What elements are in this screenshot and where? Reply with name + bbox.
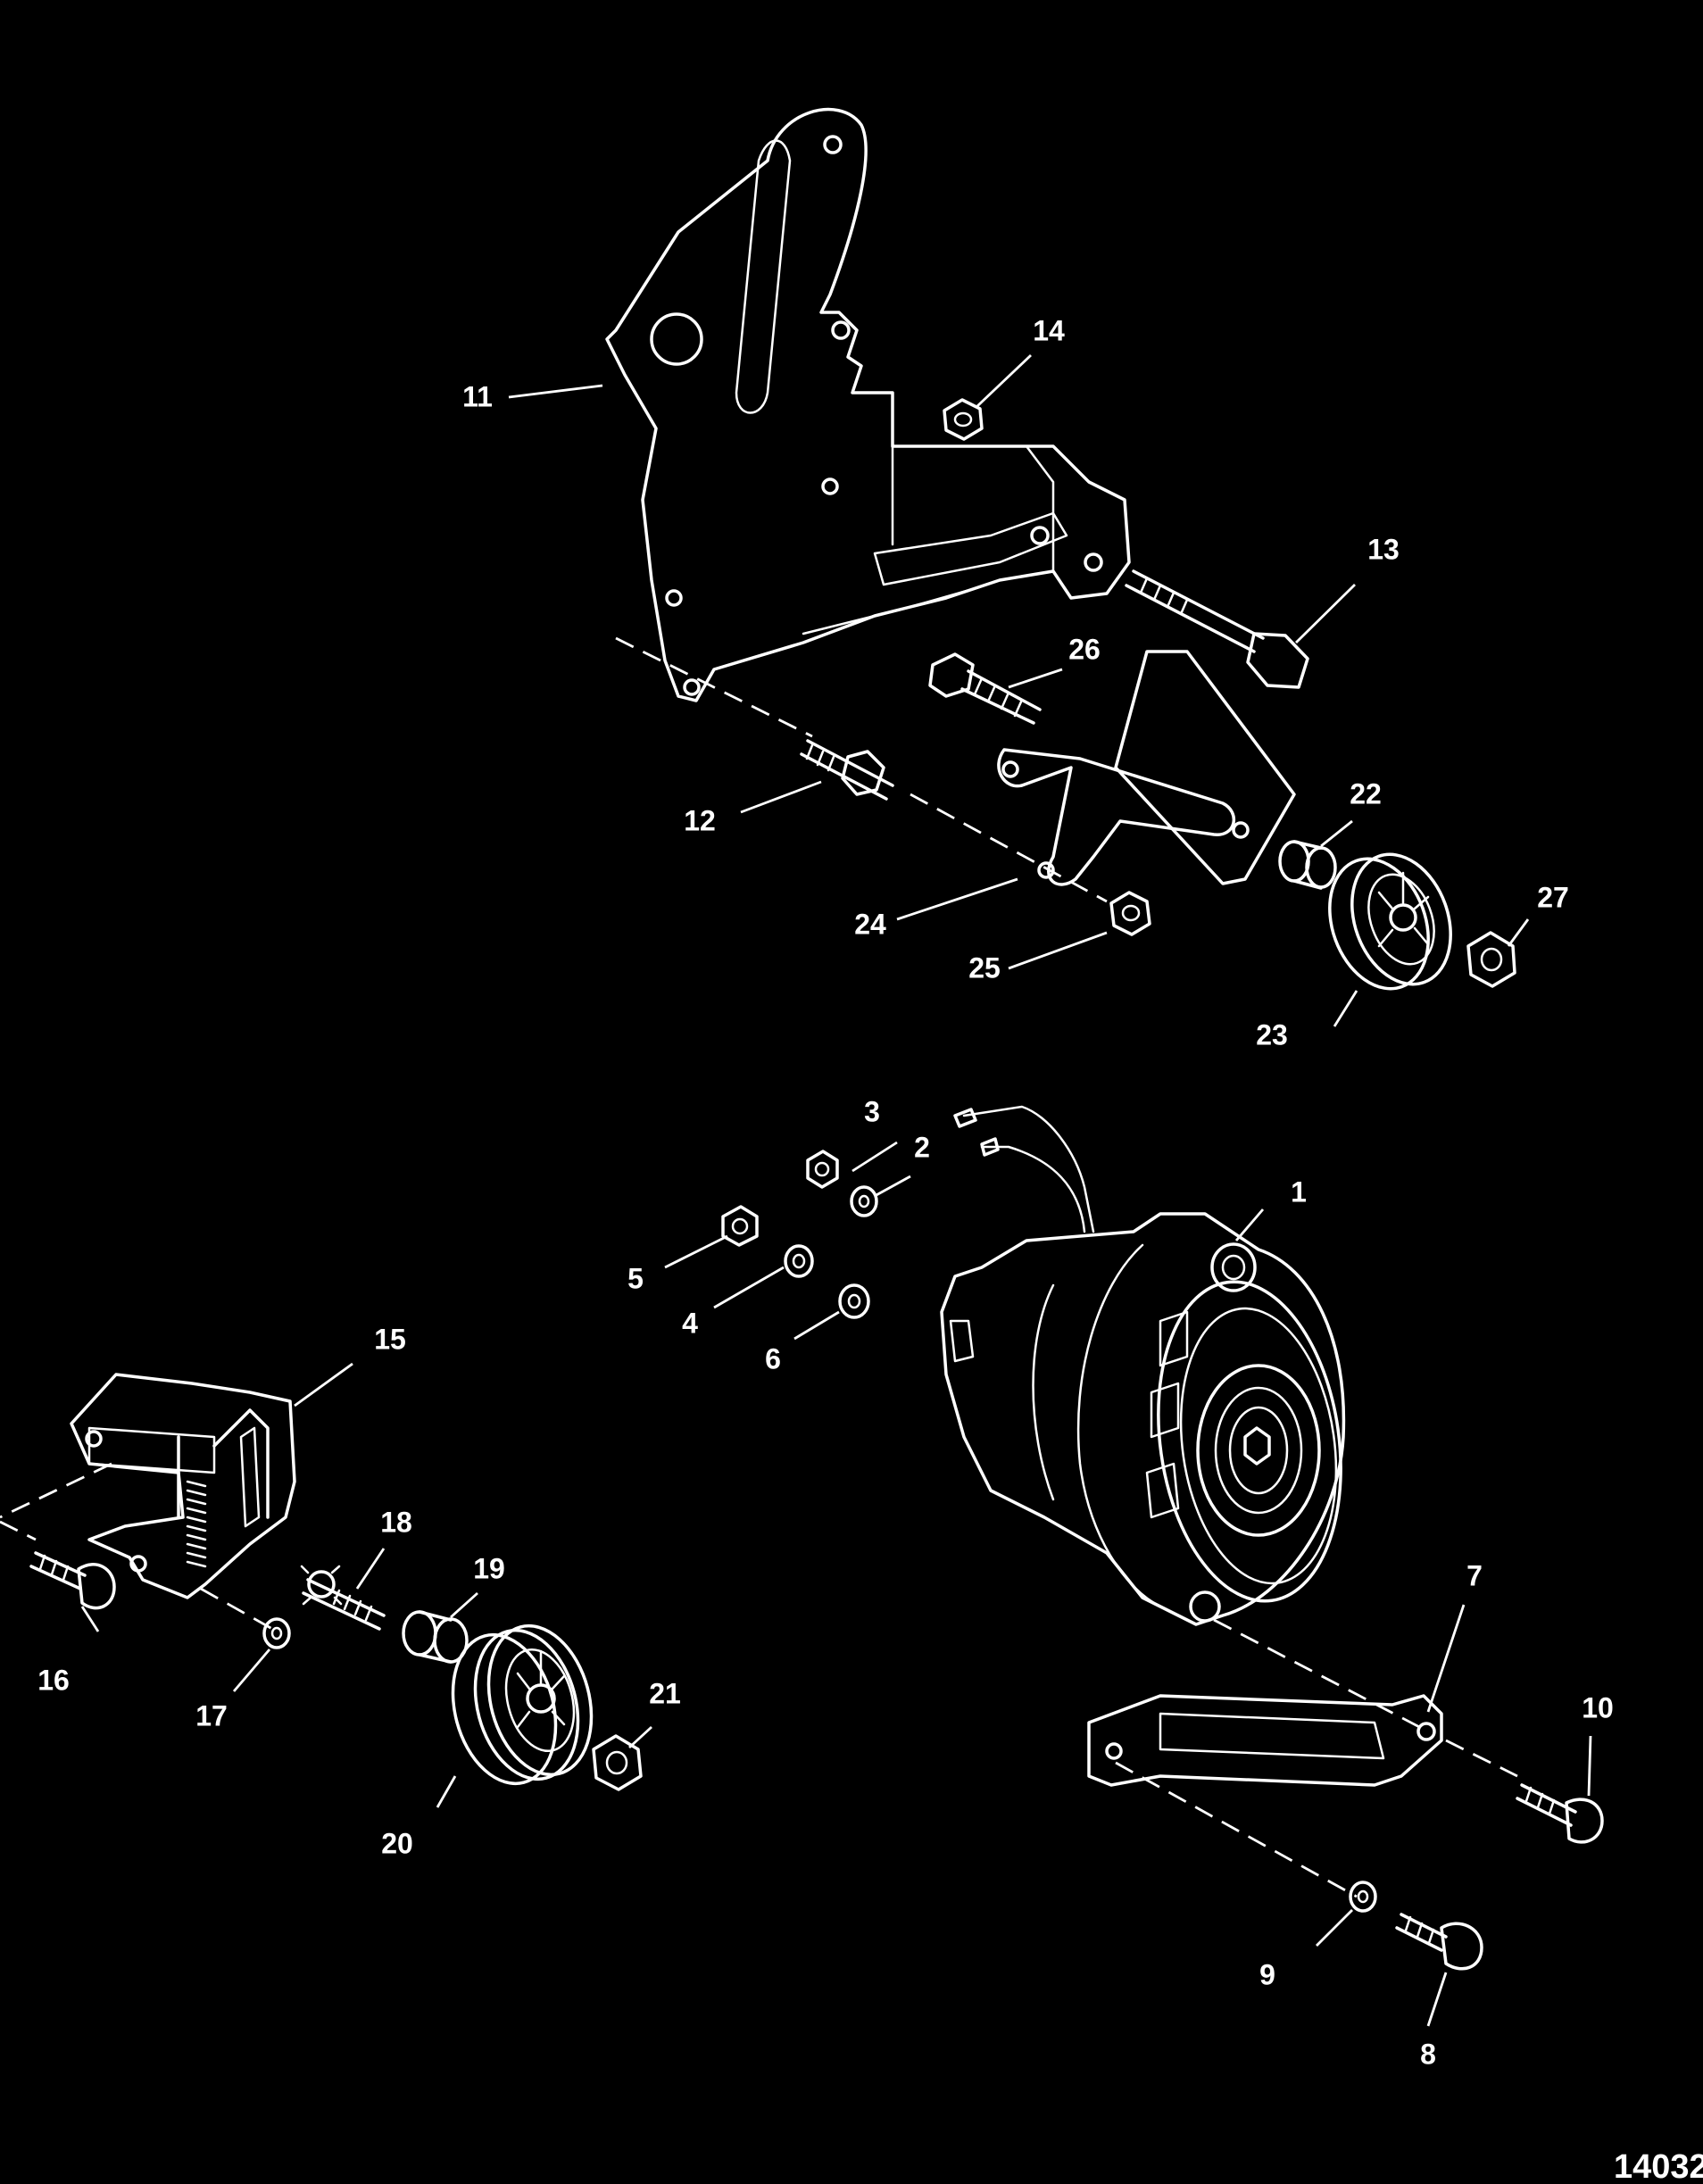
- stud-part: [300, 1565, 386, 1631]
- washer-part: [850, 1185, 878, 1217]
- spacer-part: [402, 1610, 469, 1664]
- nut-part: [806, 1150, 839, 1189]
- callout-9: 9: [1259, 1958, 1275, 1990]
- callout-23: 23: [1256, 1018, 1288, 1050]
- washer-part: [838, 1283, 870, 1319]
- alternator-part: [940, 1105, 1346, 1626]
- nut-part: [721, 1205, 759, 1247]
- assembly-axis-line: [910, 793, 1108, 903]
- callout-4: 4: [682, 1307, 698, 1339]
- callout-8: 8: [1420, 2038, 1436, 2070]
- idler-pulley-part: [451, 1623, 594, 1786]
- bolt-part: [1395, 1913, 1483, 1971]
- lower-bracket-part: [70, 1373, 296, 1599]
- flange-nut-part: [592, 1734, 643, 1791]
- callout-5: 5: [627, 1262, 644, 1294]
- callout-10: 10: [1582, 1691, 1614, 1723]
- callout-13: 13: [1367, 533, 1400, 565]
- leader-lines: [80, 353, 1592, 2027]
- lock-washer-part: [784, 1244, 814, 1278]
- callout-22: 22: [1350, 777, 1382, 810]
- callout-26: 26: [1068, 633, 1101, 665]
- callout-6: 6: [765, 1342, 781, 1374]
- idler-pulley-part: [1328, 852, 1452, 991]
- assembly-axis-line: [200, 1587, 273, 1631]
- callout-17: 17: [195, 1699, 228, 1731]
- callout-1: 1: [1291, 1175, 1307, 1208]
- idler-bracket-part: [997, 650, 1296, 886]
- callout-labels: 1 2 3 4 5 6 7 8 9 10 11 12 13 14 15 16 1…: [37, 314, 1614, 2070]
- callout-20: 20: [381, 1827, 413, 1859]
- assembly-axis-line: [1213, 1618, 1429, 1733]
- callout-15: 15: [374, 1323, 406, 1355]
- assembly-axis-line: [615, 636, 813, 738]
- washer-part: [262, 1617, 291, 1649]
- callout-27: 27: [1537, 881, 1569, 913]
- spacer-part: [1278, 840, 1337, 890]
- assembly-axis-line: [1445, 1739, 1518, 1778]
- bolt-part: [29, 1551, 116, 1610]
- callout-7: 7: [1466, 1559, 1483, 1591]
- support-strap-part: [1087, 1694, 1443, 1787]
- callout-14: 14: [1033, 314, 1065, 346]
- assembly-axis-line: [0, 1520, 37, 1541]
- stud-part: [800, 739, 894, 801]
- callout-16: 16: [37, 1664, 70, 1696]
- nut-part: [943, 398, 984, 441]
- callout-18: 18: [380, 1506, 412, 1538]
- assembly-axis-line: [1115, 1761, 1358, 1898]
- callout-21: 21: [649, 1677, 681, 1709]
- callout-3: 3: [864, 1095, 880, 1127]
- flange-nut-part: [1466, 931, 1516, 988]
- callout-12: 12: [684, 804, 716, 836]
- long-bolt-part: [1125, 569, 1309, 689]
- callout-2: 2: [914, 1131, 930, 1163]
- mounting-bracket-part: [605, 107, 1131, 702]
- figure-number: 14032: [1614, 2148, 1703, 2184]
- callout-19: 19: [473, 1552, 505, 1584]
- callout-25: 25: [968, 951, 1001, 984]
- callout-24: 24: [854, 908, 886, 940]
- callout-11: 11: [462, 380, 493, 412]
- bolt-part: [1516, 1783, 1604, 1844]
- nut-part: [1109, 891, 1151, 936]
- bolt-part: [928, 652, 1042, 725]
- washer-part: [1349, 1881, 1377, 1913]
- assembly-axis-line: [0, 1462, 112, 1519]
